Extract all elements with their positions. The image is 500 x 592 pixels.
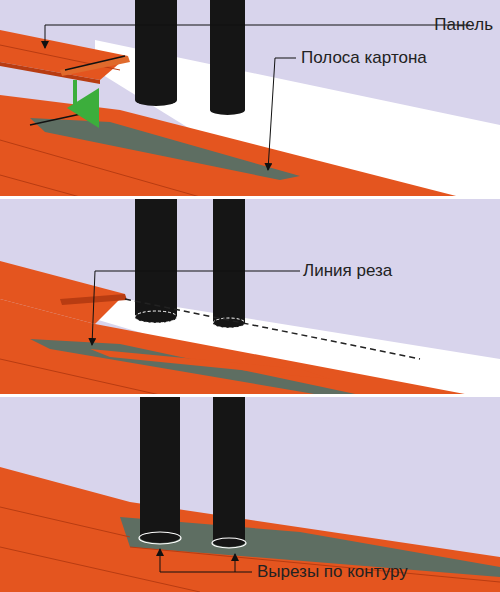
part-label: Панель [431,15,496,35]
panel-3 [0,397,500,592]
part-label: Полоса картона [298,48,430,68]
panel-2 [0,199,500,395]
cut-label: Линия реза [300,261,395,281]
panel-1 [0,0,500,197]
cutout-label: Вырезы по контуру [254,562,411,582]
